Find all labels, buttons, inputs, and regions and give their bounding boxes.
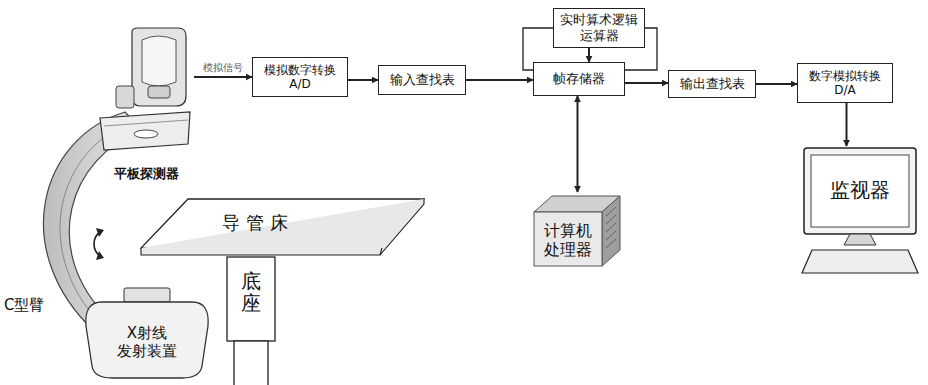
- process-box: 输入查找表: [378, 65, 466, 95]
- node-text: 模拟数字转换 A/D: [258, 63, 342, 92]
- flat-panel-detector: 平板探测器: [98, 26, 194, 186]
- process-box: 帧存储器: [533, 62, 625, 96]
- flow-arrow: [466, 79, 533, 81]
- process-box: 实时算术逻辑运算器: [553, 8, 645, 48]
- flat-panel-detector-outline: [98, 26, 194, 186]
- process-box: 模拟数字转换 A/D: [252, 57, 348, 97]
- node-text: 计算机 处理器: [540, 221, 596, 259]
- flow-arrow: [756, 83, 797, 85]
- node-text: 平板探测器: [114, 166, 179, 182]
- flow-arrow: [577, 96, 579, 192]
- node-text: 监视器: [830, 178, 890, 202]
- node-text: 数字模拟转换 D/A: [803, 69, 887, 98]
- bed-base: 底座: [226, 256, 276, 385]
- node-text: 输出查找表: [680, 76, 745, 92]
- flow-arrow: [588, 48, 590, 62]
- monitor: 监视器: [800, 146, 920, 276]
- process-box: 数字模拟转换 D/A: [797, 63, 893, 103]
- monitor-outline: [800, 146, 920, 276]
- signal-label: 模拟信号: [201, 62, 245, 73]
- node-text: 帧存储器: [553, 71, 605, 87]
- node-text: 底座: [241, 270, 261, 314]
- part-label: C型臂: [4, 296, 44, 314]
- catheter-bed: 导管床: [140, 198, 425, 256]
- flow-arrow: [846, 103, 848, 146]
- computer-server: 计算机 处理器: [532, 192, 622, 270]
- node-text: 输入查找表: [390, 72, 455, 88]
- x-ray-emitter: X射线 发射装置: [82, 286, 212, 380]
- node-text: 实时算术逻辑运算器: [559, 12, 639, 43]
- process-box: 输出查找表: [668, 70, 756, 98]
- rotation-arrow-head: [96, 228, 104, 260]
- flow-arrow: [348, 79, 378, 81]
- flow-arrow: [625, 82, 668, 84]
- node-text: X射线 发射装置: [112, 324, 182, 360]
- c-arm-inner-edge: [60, 121, 133, 325]
- node-text: 导管床: [222, 212, 294, 234]
- flow-arrow: [194, 76, 252, 78]
